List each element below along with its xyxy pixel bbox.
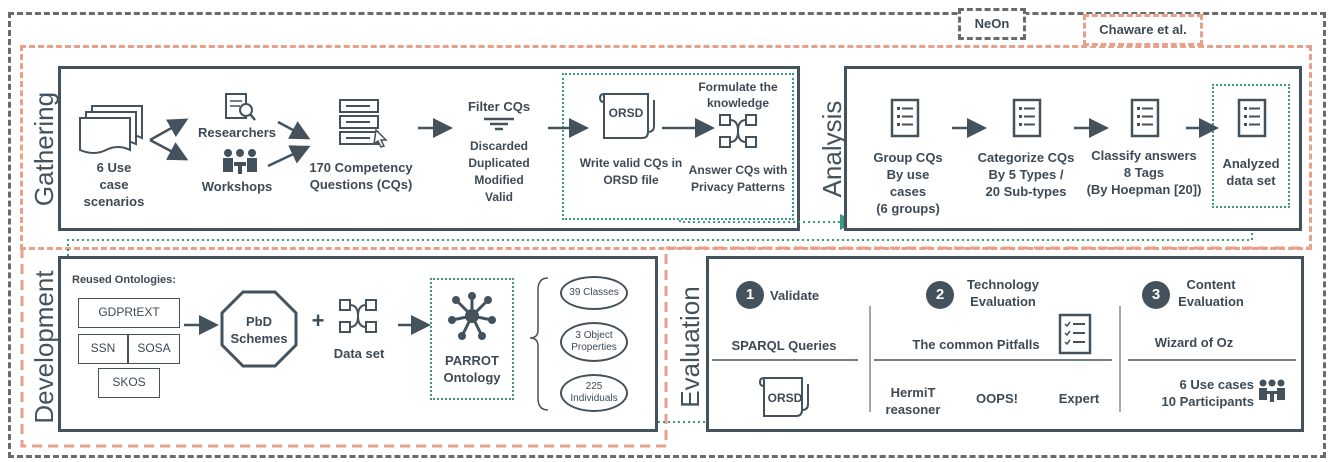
individuals-oval: 225 Individuals xyxy=(560,374,628,412)
parrot-2: Ontology xyxy=(443,370,501,385)
classify-1: Classify answers xyxy=(1091,148,1197,163)
legend-neon: NeOn xyxy=(958,8,1026,40)
individuals-2: Individuals xyxy=(570,393,618,404)
object-props-1: 3 Object xyxy=(575,330,613,341)
object-props-oval: 3 Object Properties xyxy=(560,322,628,362)
hermit-1: HermiT xyxy=(890,385,936,400)
orsd-label: ORSD xyxy=(608,106,644,120)
use-case-label-1: 6 Use xyxy=(96,160,132,175)
plus-sign: + xyxy=(311,308,325,333)
evaluation-panel xyxy=(706,256,1304,432)
cqs-label-2: Questions (CQs) xyxy=(309,177,413,192)
pbd-octagon-icon xyxy=(220,290,298,368)
classify-2: 8 Tags xyxy=(1123,165,1165,180)
step3-number: 3 xyxy=(1142,281,1170,309)
classify-list-icon xyxy=(1130,98,1160,138)
step1-number: 1 xyxy=(736,281,764,309)
parrot-1: PARROT xyxy=(445,353,499,368)
answer-1: Answer CQs with xyxy=(688,163,788,177)
group-2: By use xyxy=(886,167,930,182)
step3-2: Evaluation xyxy=(1178,294,1244,309)
group-1: Group CQs xyxy=(873,150,943,165)
ontology-ssn: SSN xyxy=(78,334,128,364)
wizard-label: Wizard of Oz xyxy=(1154,335,1234,350)
classes-oval: 39 Classes xyxy=(560,276,628,310)
cqs-icon xyxy=(339,99,388,148)
step2-1: Technology xyxy=(967,277,1039,292)
use-case-label-2: case xyxy=(99,177,129,192)
step2-2: Evaluation xyxy=(970,294,1036,309)
legend-chaware: Chaware et al. xyxy=(1083,14,1203,46)
write-valid-1: Write valid CQs in xyxy=(579,156,683,170)
step3-1: Content xyxy=(1186,277,1236,292)
ontology-skos: SKOS xyxy=(98,368,160,398)
filter-icon xyxy=(484,117,514,131)
group-4: (6 groups) xyxy=(876,201,940,216)
reused-label: Reused Ontologies: xyxy=(72,274,176,286)
formulate-2: knowledge xyxy=(706,96,769,110)
dataset-network-icon xyxy=(339,299,377,333)
parrot-group-box xyxy=(430,278,514,400)
expert-label: Expert xyxy=(1058,391,1100,406)
researchers-label: Researchers xyxy=(197,125,277,140)
checklist-icon xyxy=(1058,313,1092,355)
write-valid-2: ORSD file xyxy=(603,173,659,187)
group-3: cases xyxy=(889,184,927,199)
eval-orsd-scroll-icon xyxy=(758,377,809,417)
individuals-1: 225 xyxy=(585,381,603,392)
sparql-label: SPARQL Queries xyxy=(731,338,837,353)
filter-item-1: Discarded xyxy=(469,139,529,153)
orsd-group-box xyxy=(562,73,794,220)
categorize-2: By 5 Types / xyxy=(988,167,1064,182)
researchers-icon xyxy=(225,93,256,121)
cqs-label-1: 170 Competency xyxy=(309,160,413,175)
development-panel xyxy=(58,256,658,432)
step1-label: Validate xyxy=(770,288,820,303)
orsd-scroll-icon xyxy=(598,93,655,139)
eval-use-cases: 6 Use cases xyxy=(1179,377,1254,392)
eval-orsd-label: ORSD xyxy=(767,391,803,405)
neon-region xyxy=(8,12,1326,458)
analysis-panel xyxy=(844,66,1302,231)
group-list-icon xyxy=(890,98,920,138)
analyzed-group-box xyxy=(1212,84,1290,208)
step2-number: 2 xyxy=(926,281,954,309)
use-case-label-3: scenarios xyxy=(83,194,145,209)
analyzed-1: Analyzed xyxy=(1222,156,1280,171)
use-case-docs-icon xyxy=(79,105,143,154)
filter-title: Filter CQs xyxy=(467,99,531,114)
categorize-3: 20 Sub-types xyxy=(985,184,1067,199)
classify-3: (By Hoepman [20]) xyxy=(1086,182,1202,197)
hermit-2: reasoner xyxy=(885,402,941,417)
filter-item-3: Modified xyxy=(474,173,524,187)
pbd-2: Schemes xyxy=(230,331,288,346)
answer-2: Privacy Patterns xyxy=(690,180,786,194)
categorize-list-icon xyxy=(1012,98,1042,138)
oops-label: OOPS! xyxy=(976,391,1018,406)
analyzed-list-icon xyxy=(1237,98,1267,138)
meeting-icon xyxy=(1259,379,1285,402)
object-props-2: Properties xyxy=(571,342,617,353)
analyzed-2: data set xyxy=(1226,173,1276,188)
workshops-icon xyxy=(223,149,257,174)
ontology-sosa: SOSA xyxy=(128,334,180,364)
filter-item-4: Valid xyxy=(484,190,513,204)
workshops-label: Workshops xyxy=(201,179,273,194)
categorize-1: Categorize CQs xyxy=(977,150,1075,165)
filter-item-2: Duplicated xyxy=(468,156,530,170)
pbd-1: PbD xyxy=(246,314,272,329)
parrot-hub-icon xyxy=(448,292,496,340)
formulate-1: Formulate the xyxy=(698,80,778,94)
ontology-gdprtext: GDPRtEXT xyxy=(78,298,180,328)
dataset-label: Data set xyxy=(333,346,385,361)
knowledge-network-icon xyxy=(719,114,757,148)
pitfalls-label: The common Pitfalls xyxy=(912,337,1040,352)
eval-participants: 10 Participants xyxy=(1161,394,1255,409)
